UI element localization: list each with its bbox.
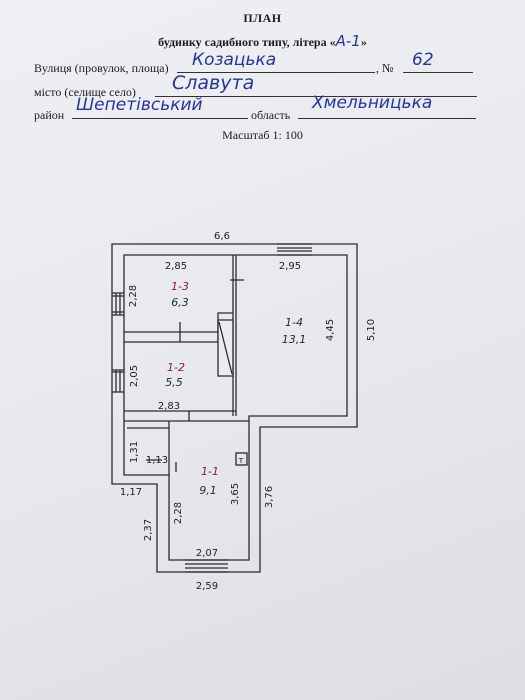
outer-wall bbox=[111, 243, 358, 573]
subtitle-suffix: » bbox=[360, 35, 367, 49]
city-value: Славута bbox=[172, 72, 255, 94]
window-1-2 bbox=[112, 369, 124, 393]
partition-1-3 bbox=[124, 331, 219, 343]
dim-1-1-inner-depth: 2,28 bbox=[173, 502, 184, 524]
scale-label: Масштаб 1: 100 bbox=[222, 128, 303, 142]
room-1-4-id: 1-4 bbox=[285, 316, 303, 329]
window-top bbox=[277, 243, 312, 256]
stove-mark-label: т bbox=[238, 456, 243, 466]
district-label: район bbox=[34, 108, 65, 122]
document-subtitle: будинку садибного типу, літера «А-1» bbox=[0, 32, 525, 50]
dim-1-3-depth: 2,28 bbox=[128, 285, 139, 307]
number-value: 62 bbox=[412, 50, 434, 70]
document-header: ПЛАН будинку садибного типу, літера «А-1… bbox=[0, 0, 525, 142]
dim-1-3-width: 2,85 bbox=[165, 261, 187, 272]
subtitle-prefix: будинку садибного типу, літера « bbox=[158, 35, 336, 49]
window-1-3 bbox=[112, 292, 124, 316]
city-underline bbox=[155, 82, 477, 97]
oblast-label: область bbox=[251, 108, 291, 122]
building-letter: А-1 bbox=[335, 32, 361, 50]
dim-left-lower: 2,37 bbox=[143, 519, 154, 541]
dim-1-2-width: 2,83 bbox=[158, 401, 180, 412]
room-1-3-id: 1-3 bbox=[171, 280, 189, 293]
room-1-2-area: 5,5 bbox=[165, 376, 183, 389]
dim-bottom-total: 2,59 bbox=[196, 581, 218, 592]
number-label: , № bbox=[376, 61, 394, 75]
plan-walls bbox=[111, 243, 358, 573]
dim-1-2-depth: 2,05 bbox=[129, 365, 140, 387]
dim-porch-step: 1,17 bbox=[120, 487, 142, 498]
street-value: Козацька bbox=[192, 50, 277, 70]
room-1-2-id: 1-2 bbox=[167, 361, 185, 374]
dim-vestibule-top: 1,31 bbox=[129, 441, 140, 463]
dim-1-1-width: 2,07 bbox=[196, 548, 218, 559]
dim-right-lower: 3,76 bbox=[264, 486, 275, 508]
number-underline bbox=[403, 58, 473, 73]
street-label: Вулиця (провулок, площа) bbox=[34, 61, 169, 75]
room-1-1-area: 9,1 bbox=[199, 484, 217, 497]
dim-overall-width: 6,6 bbox=[214, 231, 230, 242]
inner-wall bbox=[123, 254, 348, 561]
dim-vestibule-width: 1,13 bbox=[146, 455, 168, 466]
dim-overall-depth: 5,10 bbox=[366, 319, 377, 341]
street-underline bbox=[177, 58, 375, 73]
district-underline bbox=[72, 104, 248, 119]
document-title: ПЛАН bbox=[243, 11, 282, 25]
dim-1-4-width: 2,95 bbox=[279, 261, 301, 272]
room-1-4-area: 13,1 bbox=[282, 333, 307, 346]
room-1-3-area: 6,3 bbox=[171, 296, 189, 309]
city-label: місто (селище село) bbox=[34, 85, 136, 99]
dim-1-4-depth: 4,45 bbox=[325, 319, 336, 341]
oblast-underline bbox=[298, 104, 476, 119]
district-value: Шепетівський bbox=[76, 95, 203, 115]
dim-1-1-depth: 3,65 bbox=[230, 483, 241, 505]
room-1-1-id: 1-1 bbox=[201, 465, 219, 478]
stove-mark bbox=[235, 452, 248, 466]
window-bottom bbox=[185, 559, 228, 573]
oblast-value: Хмельницька bbox=[312, 93, 433, 113]
